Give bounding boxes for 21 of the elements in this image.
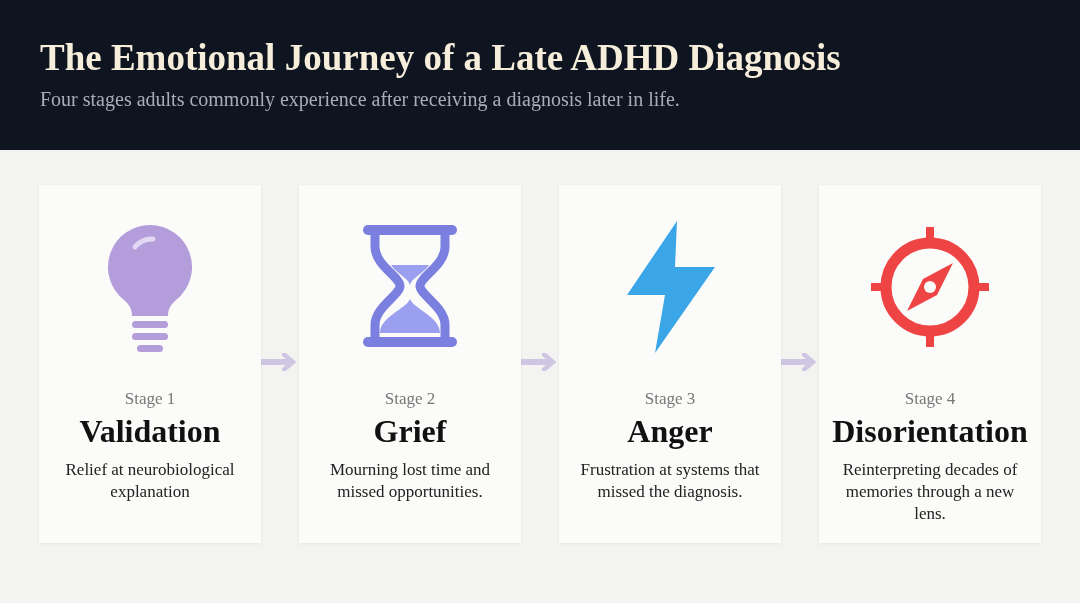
stage-card <box>299 185 521 543</box>
stage-number: Stage 4 <box>903 389 957 409</box>
stage-card <box>39 185 261 543</box>
stage-name: Grief <box>372 413 448 450</box>
stage-name: Anger <box>626 413 714 450</box>
stage-number: Stage 3 <box>643 389 697 409</box>
stage-description: Reinterpreting decades of memories through a new lens. <box>841 459 1019 525</box>
arrow <box>261 350 296 374</box>
stage-card <box>559 185 781 543</box>
stage-number: Stage 2 <box>383 389 437 409</box>
subtitle: Four stages adults commonly experience after receiving a diagnosis later in life. <box>40 88 680 111</box>
stage-card <box>819 185 1041 543</box>
stage-number: Stage 1 <box>123 389 177 409</box>
arrow <box>521 350 556 374</box>
stage-name: Validation <box>78 413 222 450</box>
stage-name: Disorientation <box>831 413 1029 450</box>
arrow <box>781 350 816 374</box>
stage-description: Relief at neurobiological explanation <box>64 459 236 503</box>
stage-description: Frustration at systems that missed the diagnosis. <box>579 459 761 503</box>
stage-description: Mourning lost time and missed opportunities. <box>328 459 492 503</box>
title: The Emotional Journey of a Late ADHD Diagnosis <box>40 36 841 79</box>
